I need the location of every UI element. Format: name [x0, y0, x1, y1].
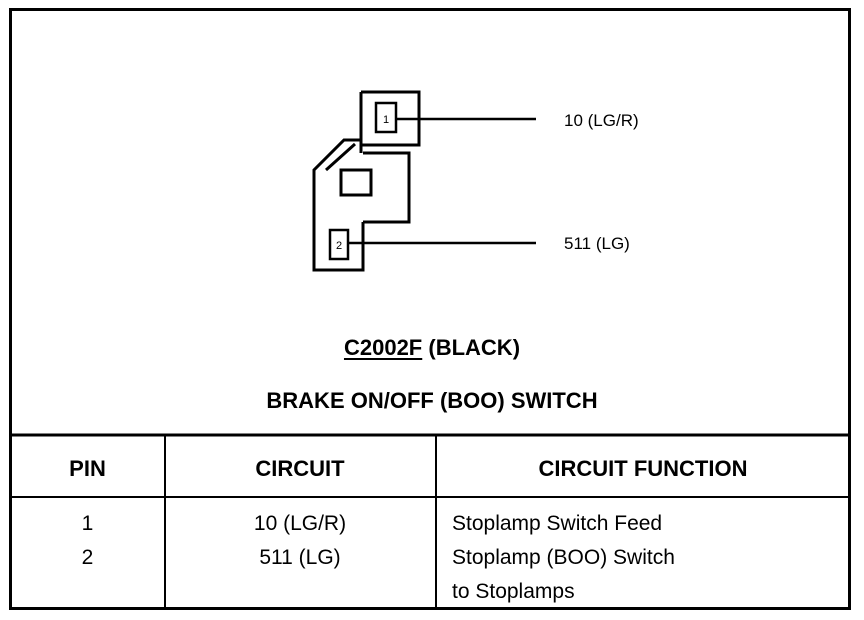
circuit-column-header: CIRCUIT: [255, 456, 345, 481]
diagram-frame: [9, 8, 851, 610]
pin-2-callout: 511 (LG): [564, 234, 630, 253]
connector-title: C2002F (BLACK): [0, 335, 864, 361]
row-2-pin: 2: [81, 546, 94, 569]
row-2-circuit: 511 (LG): [259, 546, 341, 569]
pin-2-number: 2: [336, 240, 342, 252]
row-1-circuit: 10 (LG/R): [253, 512, 347, 535]
connector-color: (BLACK): [428, 335, 521, 360]
pin-1-terminal: 1: [374, 101, 398, 134]
component-title: BRAKE ON/OFF (BOO) SWITCH: [266, 388, 598, 413]
pin-1-callout: 10 (LG/R): [564, 111, 639, 130]
function-column-header: CIRCUIT FUNCTION: [538, 456, 748, 481]
pin-column-header: PIN: [69, 456, 106, 481]
row-1-pin: 1: [81, 512, 94, 535]
row-2-function-line-1: Stoplamp (BOO) Switch: [452, 546, 675, 569]
pin-2-terminal: 2: [328, 228, 350, 261]
row-1-function-line-1: Stoplamp Switch Feed: [452, 512, 663, 535]
connector-outline: [312, 90, 421, 272]
pin-1-number: 1: [383, 114, 389, 126]
table-grid: [10, 433, 849, 608]
row-2-function-line-2: to Stoplamps: [452, 580, 575, 603]
connector-id: C2002F: [343, 335, 423, 360]
